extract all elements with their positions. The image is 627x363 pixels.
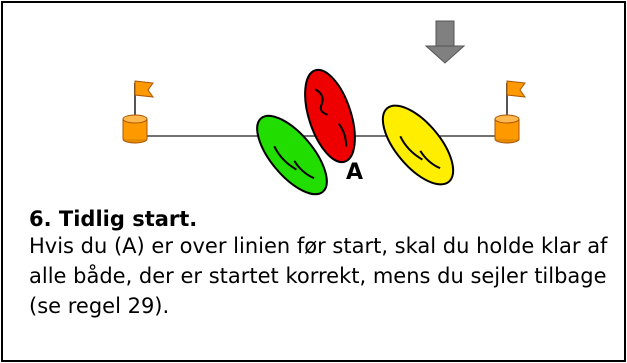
left-start-mark-icon [122,80,155,144]
rule-caption: 6. Tidlig start. Hvis du (A) er over lin… [29,207,619,321]
right-start-mark-icon [494,80,527,144]
rule-text: Hvis du (A) er over linien før start, sk… [29,234,608,318]
start-line-diagram [122,20,527,196]
green-boat-icon [256,114,328,196]
rule-title: 6. Tidlig start. [29,207,198,231]
red-boat-icon [304,68,356,164]
wind-arrow-icon [424,20,466,64]
boat-a-label: A [346,160,364,185]
yellow-boat-icon [381,104,455,186]
